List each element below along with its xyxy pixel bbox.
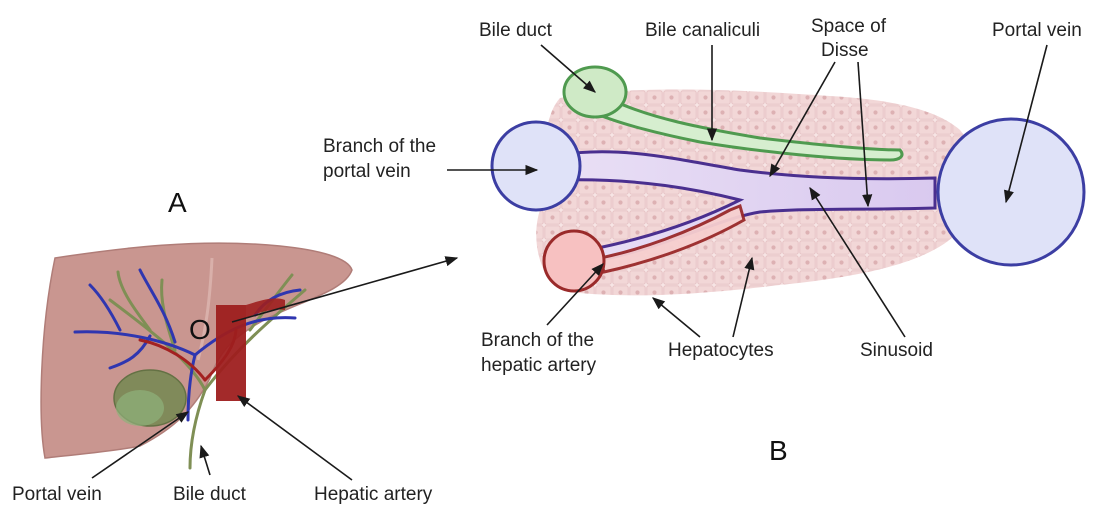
panel-label-b: B — [769, 435, 788, 466]
label-space-of-disse-line2: Disse — [821, 40, 869, 61]
label-hepatocytes: Hepatocytes — [668, 340, 774, 361]
arrow-bile-duct-liver — [201, 446, 210, 475]
label-sinusoid: Sinusoid — [860, 340, 933, 361]
label-branch-artery-line1: Branch of the — [481, 330, 594, 351]
panel-label-a: A — [168, 187, 187, 218]
portal-vein-branch-bulb — [492, 122, 580, 210]
label-branch-portal-line2: portal vein — [323, 161, 411, 182]
arrow-hepatocytes-1 — [653, 298, 700, 337]
label-bile-canaliculi: Bile canaliculi — [645, 20, 760, 41]
label-space-of-disse-line1: Space of — [811, 16, 887, 37]
liver-illustration: O — [41, 243, 352, 468]
label-portal-vein-liver: Portal vein — [12, 484, 102, 505]
hepatic-artery-branch-end — [544, 231, 604, 291]
liver-body — [41, 243, 352, 458]
portal-vein-bulb — [938, 119, 1084, 265]
liver-marker-o: O — [189, 314, 211, 345]
label-portal-vein: Portal vein — [992, 20, 1082, 41]
label-bile-duct-liver: Bile duct — [173, 484, 247, 505]
label-branch-artery-line2: hepatic artery — [481, 355, 597, 376]
lobule-illustration — [492, 67, 1084, 295]
label-hepatic-artery-liver: Hepatic artery — [314, 484, 433, 505]
label-bile-duct: Bile duct — [479, 20, 553, 41]
label-branch-portal-line1: Branch of the — [323, 136, 436, 157]
gallbladder-highlight — [116, 390, 164, 426]
arrow-hepatic-artery-liver — [238, 396, 352, 480]
